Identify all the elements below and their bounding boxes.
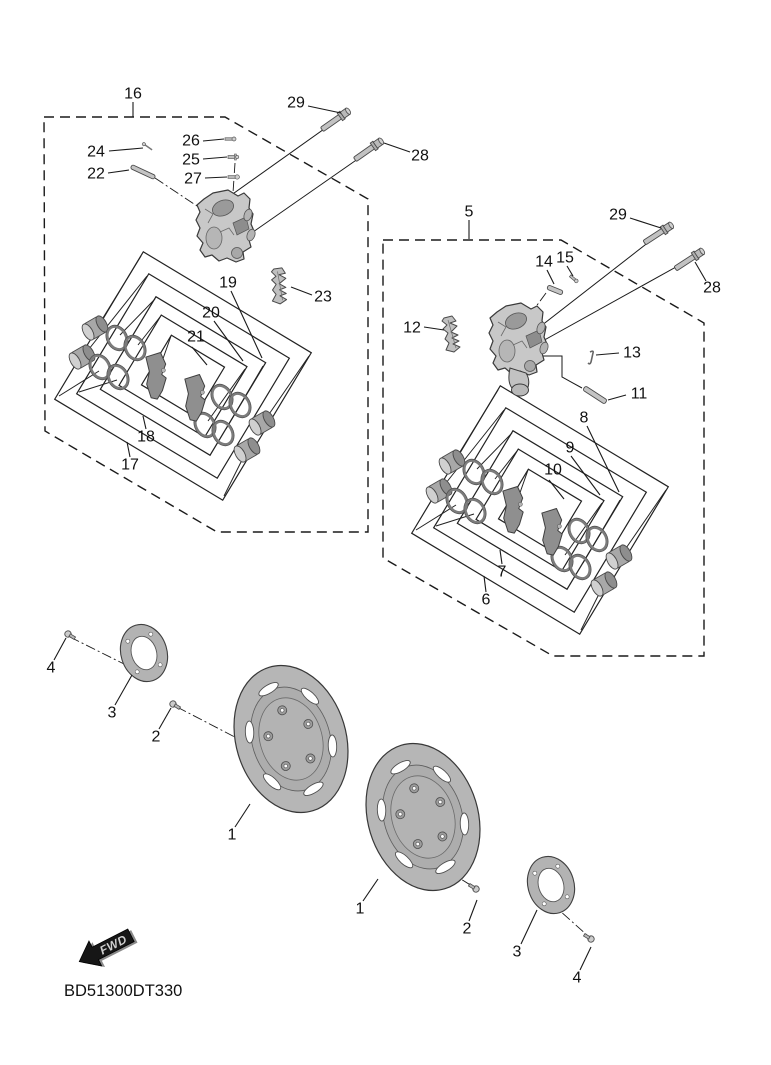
leader-line-22-6 bbox=[107, 169, 130, 174]
callout-21-11: 21 bbox=[187, 329, 205, 346]
screw-15 bbox=[568, 274, 579, 284]
leader-line-27-7 bbox=[204, 176, 228, 179]
leader-line-29-1 bbox=[307, 105, 342, 114]
leader-line-19-9 bbox=[230, 290, 263, 359]
callout-10-24: 10 bbox=[544, 462, 562, 479]
leader-line-4-27 bbox=[53, 637, 67, 661]
screw-25 bbox=[227, 153, 240, 161]
brake-disc-left bbox=[215, 650, 367, 828]
leader-line-7-25 bbox=[499, 549, 503, 565]
leader-line-23-8 bbox=[290, 286, 313, 296]
leader-line-8-22 bbox=[586, 425, 620, 493]
leader-line-11-21 bbox=[607, 394, 627, 401]
leader-line-24-4 bbox=[108, 147, 144, 152]
sensor-ring-right bbox=[519, 849, 583, 921]
bolt-28-left bbox=[351, 135, 386, 164]
callout-3-33: 3 bbox=[513, 944, 522, 961]
callout-12-19: 12 bbox=[403, 320, 421, 337]
leader-line-12-19 bbox=[423, 326, 445, 331]
leader-line-17-13 bbox=[126, 441, 131, 458]
callout-6-26: 6 bbox=[482, 592, 491, 609]
callout-1-31: 1 bbox=[356, 901, 365, 918]
right-caliper-snout bbox=[508, 367, 530, 397]
leader-line-4-34 bbox=[579, 946, 592, 971]
leader-line-26-3 bbox=[202, 138, 225, 142]
callout-3-28: 3 bbox=[108, 705, 117, 722]
bolt-28-right bbox=[672, 245, 707, 274]
leader-line-21-11 bbox=[191, 346, 208, 366]
part-code: BD51300DT330 bbox=[64, 982, 182, 1000]
bolt-29-right bbox=[641, 219, 676, 248]
screw-27 bbox=[227, 174, 240, 180]
pin-11 bbox=[583, 386, 607, 404]
screw-26 bbox=[224, 136, 237, 142]
leader-lines bbox=[53, 102, 707, 971]
leader-line-2-29 bbox=[158, 707, 172, 730]
callout-27-7: 27 bbox=[184, 171, 202, 188]
leader-line-10-24 bbox=[548, 479, 565, 500]
bolt-4-right bbox=[582, 931, 596, 944]
bolt-29-left bbox=[318, 105, 353, 134]
callout-11-21: 11 bbox=[631, 386, 648, 403]
bolt-2-right bbox=[467, 881, 481, 894]
leader-line-15-18 bbox=[566, 265, 574, 277]
callout-13-20: 13 bbox=[623, 345, 641, 362]
callout-23-8: 23 bbox=[314, 289, 332, 306]
callout-1-30: 1 bbox=[228, 827, 237, 844]
leader-line-9-23 bbox=[570, 455, 601, 496]
callout-5-14: 5 bbox=[465, 204, 474, 221]
group-16-box bbox=[43, 116, 369, 533]
callout-15-18: 15 bbox=[556, 250, 574, 267]
clip-13 bbox=[587, 350, 594, 365]
leader-line-28-2 bbox=[383, 142, 411, 153]
callout-28-2: 28 bbox=[411, 148, 429, 165]
callout-17-13: 17 bbox=[121, 457, 139, 474]
right-caliper-body bbox=[488, 302, 551, 376]
callout-2-32: 2 bbox=[463, 921, 472, 938]
leader-line-18-12 bbox=[142, 415, 147, 430]
leader-line-20-10 bbox=[213, 320, 244, 362]
pad-spring-23 bbox=[267, 266, 291, 306]
leader-line-6-26 bbox=[483, 575, 487, 593]
callout-29-1: 29 bbox=[287, 95, 305, 112]
leader-line-29-15 bbox=[629, 217, 662, 229]
leader-line-3-28 bbox=[114, 674, 133, 706]
leader-line-2-32 bbox=[468, 899, 478, 922]
sensor-ring-left bbox=[112, 617, 176, 689]
leader-line-13-20 bbox=[595, 352, 620, 356]
callout-25-5: 25 bbox=[182, 152, 200, 169]
callout-22-6: 22 bbox=[87, 166, 105, 183]
leader-line-1-30 bbox=[234, 803, 251, 828]
callout-18-12: 18 bbox=[137, 429, 155, 446]
callout-7-25: 7 bbox=[498, 564, 507, 581]
callout-16-0: 16 bbox=[124, 86, 142, 103]
pin-14 bbox=[546, 285, 564, 295]
callout-2-29: 2 bbox=[152, 729, 161, 746]
pin-24 bbox=[142, 142, 153, 151]
leader-line-1-31 bbox=[362, 878, 379, 902]
callout-29-15: 29 bbox=[609, 207, 627, 224]
leader-line-14-17 bbox=[546, 269, 555, 285]
callout-26-3: 26 bbox=[182, 133, 200, 150]
callout-4-34: 4 bbox=[573, 970, 582, 987]
brake-disc-right bbox=[347, 728, 499, 906]
callout-4-27: 4 bbox=[47, 660, 56, 677]
callout-24-4: 24 bbox=[87, 144, 105, 161]
fwd-arrow: FWD bbox=[78, 928, 138, 968]
group-5-box bbox=[382, 239, 705, 657]
callout-19-9: 19 bbox=[219, 275, 237, 292]
callout-8-22: 8 bbox=[580, 410, 589, 427]
callout-28-16: 28 bbox=[703, 280, 721, 297]
leader-line-3-33 bbox=[520, 909, 538, 945]
left-caliper-body bbox=[195, 189, 258, 263]
leader-line-28-16 bbox=[694, 261, 707, 282]
leader-line-25-5 bbox=[202, 156, 228, 160]
callout-9-23: 9 bbox=[566, 440, 575, 457]
callout-20-10: 20 bbox=[202, 305, 220, 322]
pin-22 bbox=[130, 164, 156, 180]
callout-14-17: 14 bbox=[535, 254, 553, 271]
pad-spring-12 bbox=[441, 315, 461, 353]
